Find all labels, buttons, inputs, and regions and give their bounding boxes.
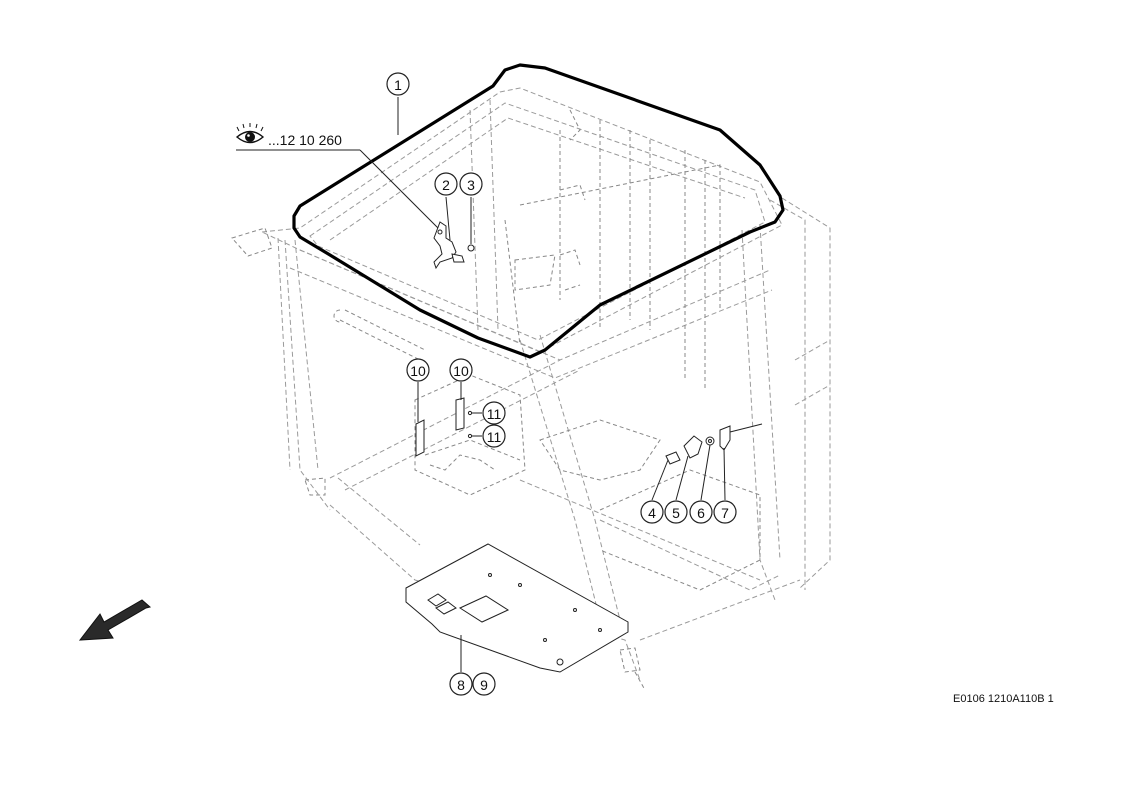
callout-c7: 7: [713, 500, 737, 524]
callout-label: 2: [442, 177, 450, 193]
clip-part-11: [467, 410, 473, 439]
callout-circle: [482, 401, 506, 425]
callout-circle: [472, 672, 496, 696]
callout-label: 1: [394, 77, 402, 93]
callout-label: 10: [410, 363, 426, 379]
callout-label: 11: [487, 429, 502, 445]
fittings-parts-4-7: [665, 423, 763, 465]
reference-text: ...12 10 260: [268, 132, 342, 148]
callout-circle: [482, 424, 506, 448]
cab-frame-outline: [231, 87, 831, 691]
callout-circle: [449, 358, 473, 382]
callout-circle: [689, 500, 713, 524]
callout-c9: 9: [472, 672, 496, 696]
callout-label: 4: [648, 505, 656, 521]
callout-circle: [459, 172, 483, 196]
callout-circle: [406, 358, 430, 382]
callout-label: 5: [672, 505, 680, 521]
callout-label: 8: [457, 677, 465, 693]
callout-c11a: 11: [482, 401, 506, 425]
callout-c6: 6: [689, 500, 713, 524]
callout-c4: 4: [640, 500, 664, 524]
callout-circle: [449, 672, 473, 696]
callout-c5: 5: [664, 500, 688, 524]
callout-circle: [434, 172, 458, 196]
callout-c3: 3: [459, 172, 483, 196]
washer-part-3: [467, 244, 475, 252]
floor-mat-part-8: [405, 543, 629, 673]
direction-arrow-icon: [78, 599, 152, 641]
strip-part-10a: [415, 419, 425, 457]
bracket-part-2: [433, 221, 465, 270]
callout-label: 11: [487, 406, 502, 422]
callout-label: 3: [467, 177, 475, 193]
callout-circle: [713, 500, 737, 524]
callout-c8: 8: [449, 672, 473, 696]
strip-part-10b: [455, 397, 465, 431]
leader-lines: [359, 97, 726, 672]
eye-icon: [235, 123, 265, 144]
callout-label: 7: [721, 505, 729, 521]
drawing-code: E0106 1210A110B 1: [953, 693, 1054, 705]
callout-label: 6: [697, 505, 705, 521]
callout-c11b: 11: [482, 424, 506, 448]
callout-circle: [664, 500, 688, 524]
callout-c10a: 10: [406, 358, 430, 382]
callout-circle: [640, 500, 664, 524]
callout-c2: 2: [434, 172, 458, 196]
callout-label: 10: [453, 363, 469, 379]
callout-c10b: 10: [449, 358, 473, 382]
callout-circle: [386, 72, 410, 96]
callout-label: 9: [480, 677, 488, 693]
roof-seal-part-1: [292, 63, 785, 359]
callout-c1: 1: [386, 72, 410, 96]
